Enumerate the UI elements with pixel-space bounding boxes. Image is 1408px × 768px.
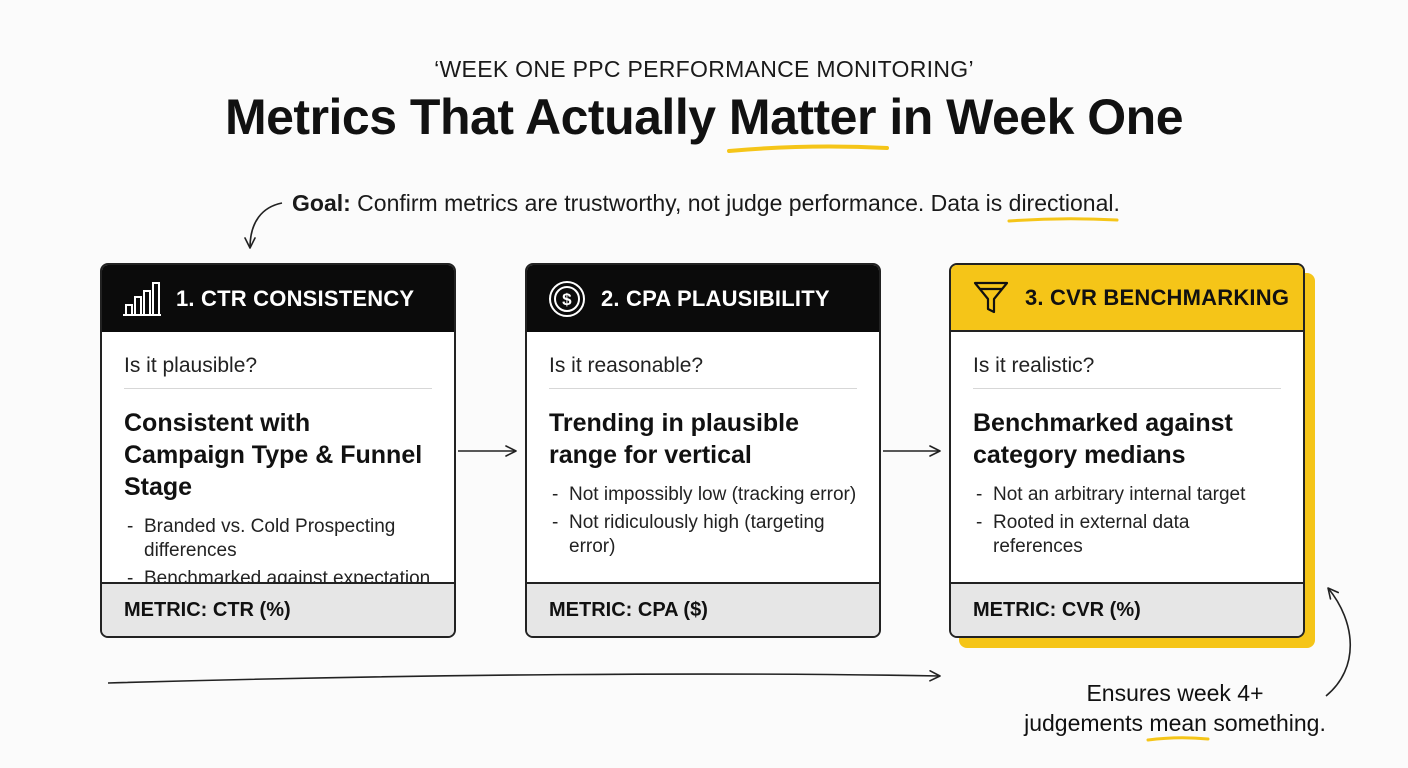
goal-curved-arrow-icon <box>244 202 283 249</box>
bullet-list: Not an arbitrary internal target Rooted … <box>973 483 1281 559</box>
card-ctr-consistency: 1. CTR CONSISTENCY Is it plausible? Cons… <box>100 263 456 638</box>
closing-note: Ensures week 4+ judgements mean somethin… <box>990 678 1360 742</box>
eyebrow-label: ‘WEEK ONE PPC PERFORMANCE MONITORING’ <box>434 56 974 82</box>
metric-footer: METRIC: CTR (%) <box>102 582 454 636</box>
card-headline: Benchmarked against category medians <box>973 409 1233 469</box>
bullet-item: Not ridiculously high (targeting error) <box>549 511 857 559</box>
card-header: 1. CTR CONSISTENCY <box>102 265 454 332</box>
title-highlight-text: Matter <box>728 89 877 145</box>
goal-highlight-text: directional <box>1008 190 1114 216</box>
card-heading: 3. CVR BENCHMARKING <box>1025 284 1290 310</box>
note-text-end: something. <box>1206 710 1326 736</box>
title-text-end: in Week One <box>875 89 1184 145</box>
dollar-coin-icon: $ <box>547 279 587 319</box>
card-question: Is it plausible? <box>124 354 432 389</box>
card-question: Is it reasonable? <box>549 354 857 389</box>
card-question: Is it realistic? <box>973 354 1281 389</box>
card-heading: 1. CTR CONSISTENCY <box>176 285 415 311</box>
bottom-long-arrow-icon <box>107 670 941 684</box>
card-headline: Consistent with Campaign Type & Funnel S… <box>124 409 423 501</box>
note-text: judgements <box>1024 710 1150 736</box>
funnel-icon <box>971 278 1011 318</box>
card-headline: Trending in plausible range for vertical <box>549 409 800 469</box>
svg-text:$: $ <box>562 290 572 309</box>
title-text-start: Metrics That Actually <box>224 89 729 145</box>
bullet-item: Rooted in external data references <box>973 511 1281 559</box>
goal-text: Confirm metrics are trustworthy, not jud… <box>350 190 1009 216</box>
bullet-list: Not impossibly low (tracking error) Not … <box>549 483 857 559</box>
note-highlight: mean <box>1146 708 1210 742</box>
note-line-2: judgements mean something. <box>990 708 1360 742</box>
card-header: $ 2. CPA PLAUSIBILITY <box>527 265 879 332</box>
bullet-item: Not impossibly low (tracking error) <box>549 483 857 507</box>
card-heading: 2. CPA PLAUSIBILITY <box>601 285 830 311</box>
goal-label: Goal: <box>292 190 351 216</box>
bar-chart-icon <box>122 279 162 319</box>
metric-footer: METRIC: CPA ($) <box>527 582 879 636</box>
goal-text-end: . <box>1113 190 1120 216</box>
bullet-item: Not an arbitrary internal target <box>973 483 1281 507</box>
page-title: Metrics That Actually Matter in Week One <box>0 88 1408 153</box>
note-line-1: Ensures week 4+ <box>1086 680 1264 706</box>
card-cpa-plausibility: $ 2. CPA PLAUSIBILITY Is it reasonable? … <box>525 263 881 638</box>
card-cvr-benchmarking: 3. CVR BENCHMARKING Is it realistic? Ben… <box>949 263 1305 638</box>
note-curved-arrow-icon <box>1325 587 1352 697</box>
card-header: 3. CVR BENCHMARKING <box>951 265 1303 332</box>
bullet-item: Branded vs. Cold Prospecting differences <box>124 515 432 563</box>
metric-footer: METRIC: CVR (%) <box>951 582 1303 636</box>
note-highlight-text: mean <box>1149 710 1207 736</box>
